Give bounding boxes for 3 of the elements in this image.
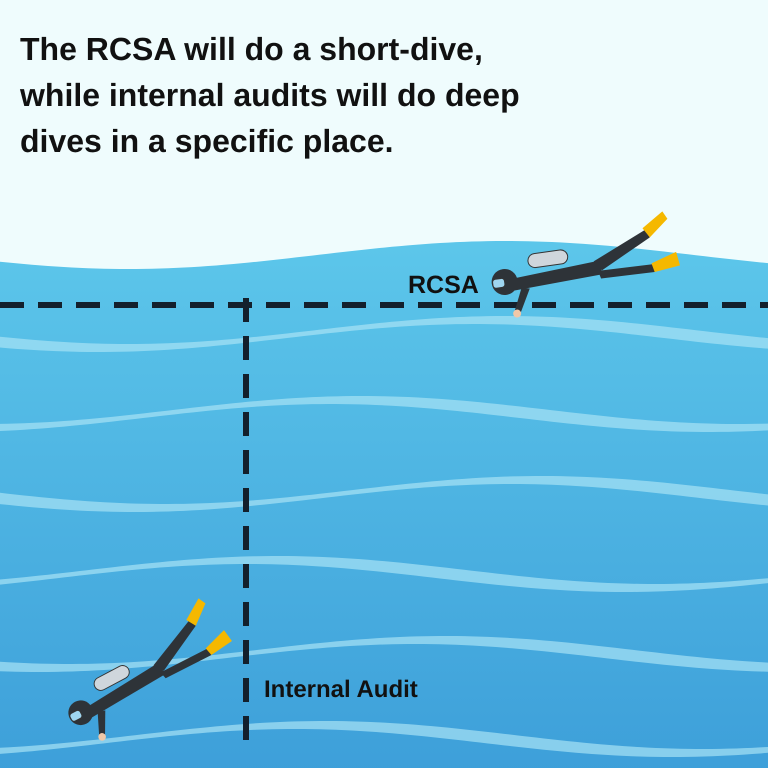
depth-label: Internal Audit	[264, 676, 418, 704]
heading: The RCSA will do a short-dive, while internal audits will do deep dives in a specific place.	[20, 30, 520, 161]
depth-label: RCSA	[408, 271, 479, 300]
